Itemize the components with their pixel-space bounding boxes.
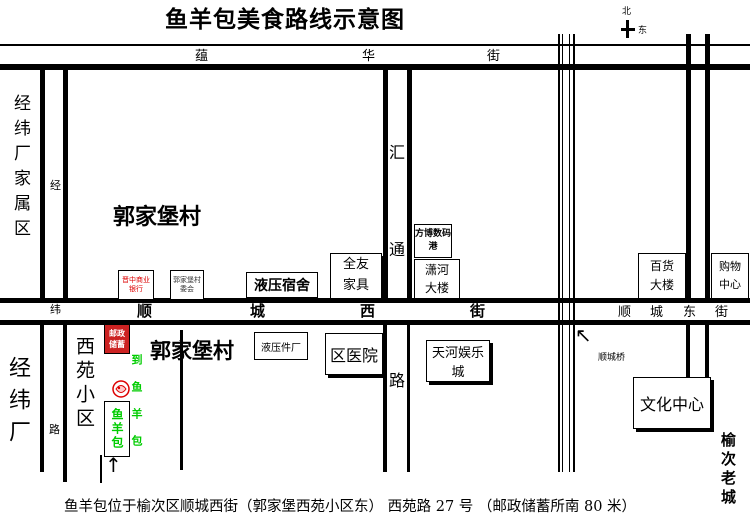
road-shuncheng-street [0,298,750,303]
road-label-hui: 汇 [389,143,406,162]
landmark-department-store: 百货大楼 [638,253,686,299]
road-label-yun: 蕴 [195,49,209,64]
road-yunhua-street [0,44,750,46]
bridge-rail [558,34,560,472]
road-label-cheng-e: 城 [650,305,664,320]
road-label-shun-w: 顺 [137,302,153,320]
landmark-hydraulic-dorm: 液压宿舍 [246,272,318,298]
road-label-jie-e: 街 [715,305,729,320]
area-xiyuan: 西苑小区 [73,336,95,432]
road-label-xi-w: 西 [360,302,376,320]
road-label-jie-top: 街 [487,49,501,64]
landmark-shuncheng-bridge: 顺城桥 [598,353,626,363]
road-label-cheng-w: 城 [250,302,266,320]
route-arrow-icon: ↑ [105,453,122,477]
road-label-dong-e: 东 [683,305,697,320]
road-label-hua: 华 [362,49,376,64]
landmark-quanyou-furniture: 全友家具 [330,253,382,299]
road-far-left [40,68,45,300]
road-huitong [383,68,388,300]
area-guojiabao-south: 郭家堡村 [150,339,234,363]
road-jingwei [63,68,68,300]
map-title: 鱼羊包美食路线示意图 [165,6,405,33]
road-label-jing: 经 [50,179,61,192]
area-jingwei-family: 经纬厂家属区 [10,94,30,244]
road-xiyuan [383,322,387,472]
landmark-tianhe-entertainment: 天河娱乐城 [426,340,490,382]
road-label-tong: 通 [389,240,406,259]
restaurant-yuyangbao[interactable]: 鱼羊包 [104,401,130,457]
landmark-postal-savings: 邮政储蓄 [104,324,130,354]
landmark-jinzhong-bank: 晋中商业银行 [118,270,154,300]
landmark-village-committee: 郭家堡村委会 [170,270,204,300]
road-label-shun-e: 顺 [618,305,632,320]
area-jingwei-factory: 经纬厂 [5,356,30,452]
compass-north-label: 北 [622,7,632,17]
compass-east-label: 东 [638,26,648,36]
landmark-hydraulic-factory: 液压件厂 [254,332,308,360]
area-guojiabao-north: 郭家堡村 [113,205,202,230]
landmark-shopping-center: 购物中心 [711,253,749,299]
road-label-lu-left: 路 [49,423,60,436]
landmark-xiaohe-building: 潇河大楼 [414,259,460,299]
road-label-wei: 纬 [50,303,61,316]
road-east-1 [686,34,691,302]
restaurant-logo-icon [110,378,132,400]
area-yuci-old-city: 榆次老城 [719,432,737,508]
landmark-fangbo-digital: 方博数码港 [414,224,452,258]
compass: 北 东 [618,8,658,40]
restaurant-route-label: 到鱼羊包 [130,354,143,462]
road-label-lu-xiyuan: 路 [389,371,406,390]
footer-address: 鱼羊包位于榆次区顺城西街（郭家堡西苑小区东） 西苑路 27 号 （邮政储蓄所南 … [64,499,637,515]
landmark-culture-center: 文化中心 [633,377,711,429]
road-label-jie-w: 街 [470,302,486,320]
landmark-district-hospital: 区医院 [325,333,383,375]
